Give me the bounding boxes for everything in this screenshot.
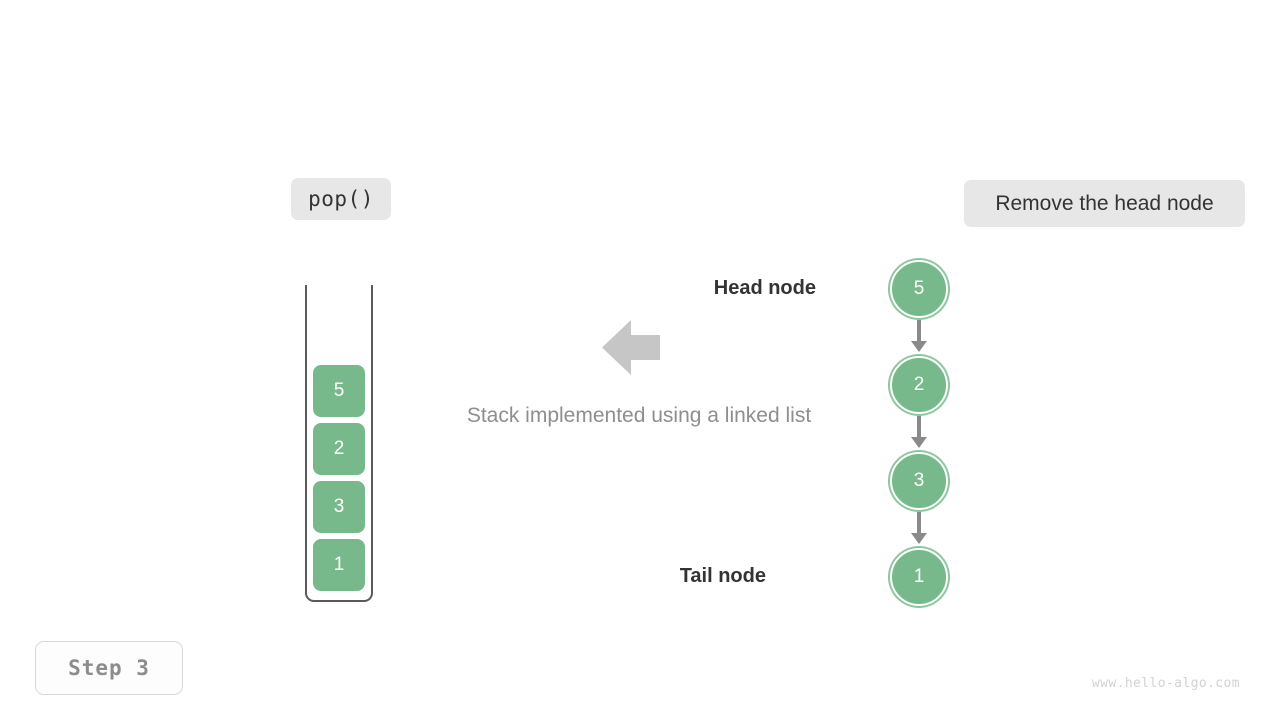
stack-cell: 3: [313, 481, 365, 533]
tail-node-label: Tail node: [679, 565, 766, 587]
link-connector: [917, 320, 921, 346]
diagram-caption-text: Stack implemented using a linked list: [466, 404, 812, 427]
node-value: 5: [913, 278, 925, 299]
left-arrow-icon: [602, 320, 660, 375]
linked-list-node-head: 5: [890, 260, 948, 318]
stack-cell: 5: [313, 365, 365, 417]
node-value: 2: [913, 374, 925, 395]
step-badge: Step 3: [35, 641, 183, 695]
stack-cell: 2: [313, 423, 365, 475]
link-arrowhead-icon: [911, 437, 927, 448]
action-description-badge: Remove the head node: [964, 180, 1245, 227]
action-description-label: Remove the head node: [995, 191, 1214, 215]
node-value: 1: [913, 566, 925, 587]
stack-cell-value: 1: [333, 554, 345, 575]
link-connector: [917, 416, 921, 442]
linked-list-node-tail: 1: [890, 548, 948, 606]
linked-list-node: 2: [890, 356, 948, 414]
link-arrowhead-icon: [911, 533, 927, 544]
diagram-caption: Stack implemented using a linked list: [0, 404, 1280, 428]
stack-cell: 1: [313, 539, 365, 591]
linked-list-node: 3: [890, 452, 948, 510]
link-connector: [917, 512, 921, 538]
stack-container: [305, 285, 373, 602]
node-value: 3: [913, 470, 925, 491]
watermark: www.hello-algo.com: [1091, 676, 1240, 691]
step-badge-label: Step 3: [68, 656, 150, 680]
operation-badge: pop(): [291, 178, 391, 220]
head-node-label: Head node: [713, 277, 816, 299]
operation-badge-label: pop(): [308, 187, 374, 211]
stack-cell-value: 3: [333, 496, 345, 517]
stack-cell-value: 2: [333, 438, 345, 459]
link-arrowhead-icon: [911, 341, 927, 352]
stack-cell-value: 5: [333, 380, 345, 401]
